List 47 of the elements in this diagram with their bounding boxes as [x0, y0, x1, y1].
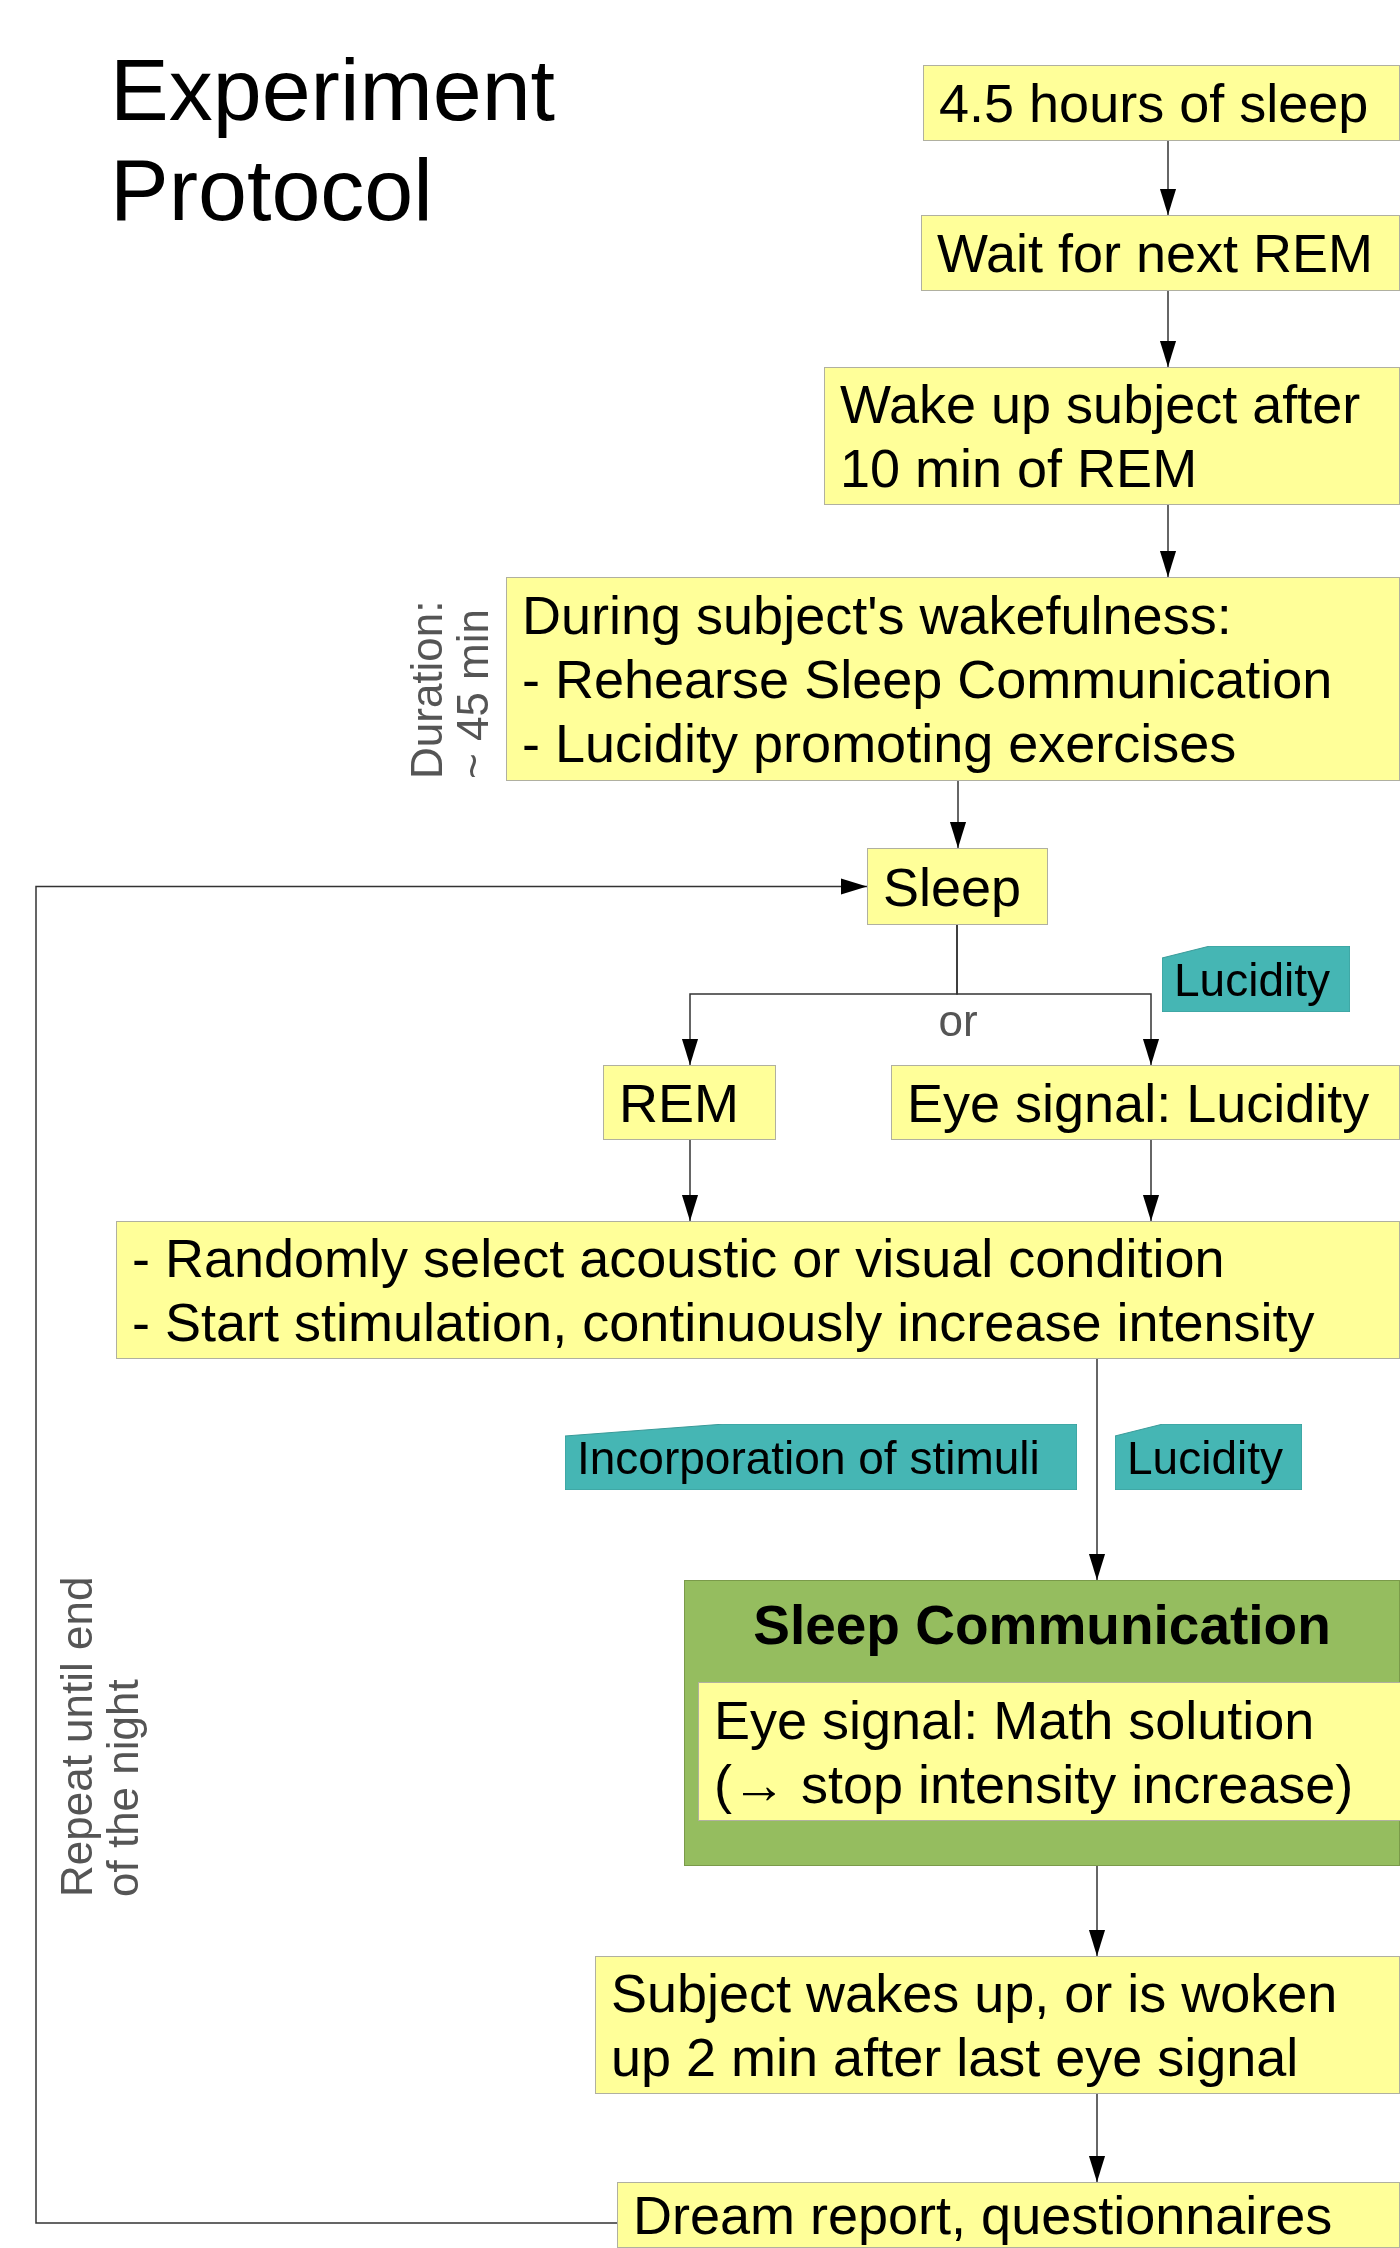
box-text: - Randomly select acoustic or visual condition — [132, 1227, 1226, 1290]
arrow — [1088, 1358, 1106, 1581]
box-text: - Rehearse Sleep Communication — [522, 648, 1334, 711]
process-box — [921, 215, 1400, 291]
box-text: 4.5 hours of sleep — [939, 72, 1370, 135]
process-box — [116, 1221, 1400, 1359]
box-text: Wake up subject after 10 min of REM — [840, 373, 1362, 500]
process-box — [506, 577, 1400, 781]
box-text: Wait for next REM — [937, 222, 1375, 285]
process-box — [824, 367, 1400, 505]
box-text: Eye signal: Math solution (→ stop intensity increase) — [714, 1688, 1355, 1816]
duration-note: Duration: ~ 45 min — [404, 599, 496, 779]
box-text: Subject wakes up, or is woken up 2 min after last eye signal — [611, 1962, 1339, 2089]
arrow — [949, 780, 967, 849]
loop-note: Repeat until end of the night — [54, 1575, 146, 1897]
arrow — [956, 924, 1160, 1066]
box-text: REM — [619, 1071, 740, 1135]
process-box — [595, 1956, 1400, 2094]
process-box — [891, 1065, 1400, 1140]
box-text: - Lucidity promoting exercises — [522, 712, 1238, 775]
arrow — [1159, 140, 1177, 216]
diagram-title: Experiment Protocol — [110, 40, 557, 240]
process-box — [923, 65, 1400, 141]
arrow — [1142, 1139, 1160, 1222]
box-text: Dream report, questionnaires — [633, 2184, 1334, 2247]
arrow — [681, 1139, 699, 1222]
arrow — [1088, 1865, 1106, 1957]
group-heading: Sleep Communication — [753, 1593, 1331, 1657]
note-tag — [565, 1424, 1077, 1490]
group-box — [684, 1580, 1400, 1866]
box-text: During subject's wakefulness: — [522, 584, 1233, 647]
process-box — [698, 1682, 1400, 1821]
arrow — [1088, 2093, 1106, 2183]
arrow — [1159, 290, 1177, 368]
process-box — [603, 1065, 776, 1140]
box-text: - Start stimulation, continuously increase intensity — [132, 1291, 1316, 1354]
note-tag — [1115, 1424, 1302, 1490]
process-box — [867, 848, 1048, 925]
arrow — [35, 878, 868, 2224]
branch-label: or — [937, 998, 979, 1044]
tag-text: Lucidity — [1127, 1431, 1284, 1486]
box-text: Sleep — [883, 855, 1023, 919]
arrow — [1159, 504, 1177, 578]
note-tag — [1162, 946, 1350, 1012]
tag-text: Incorporation of stimuli — [577, 1431, 1041, 1486]
tag-text: Lucidity — [1174, 953, 1331, 1008]
box-text: Eye signal: Lucidity — [907, 1071, 1371, 1135]
